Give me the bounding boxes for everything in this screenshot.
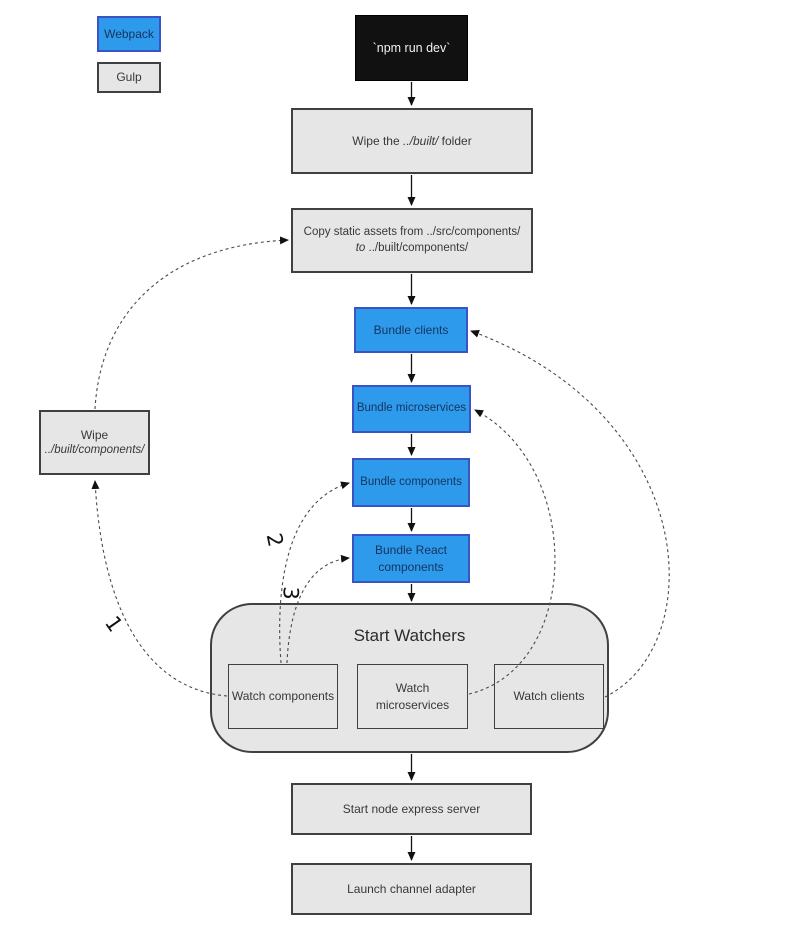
node-wipe-built-components: Wipe ../built/components/	[39, 410, 150, 475]
node-launch-channel-adapter: Launch channel adapter	[291, 863, 532, 915]
node-start-node-express-server: Start node express server	[291, 783, 532, 835]
node-wipe-components-path: ../built/components/	[44, 443, 145, 456]
node-watch-components-label: Watch components	[231, 689, 335, 704]
node-start-node-express-label: Start node express server	[342, 801, 481, 816]
node-npm-run-dev-label: `npm run dev`	[372, 40, 451, 55]
edge-watch-components-to-wipe-components	[91, 480, 228, 697]
node-copy-static-assets: Copy static assets from ../src/component…	[291, 208, 533, 273]
group-start-watchers-title: Start Watchers	[353, 626, 466, 645]
edge-wipe-components-to-copy-static	[94, 236, 289, 410]
legend-webpack: Webpack	[97, 16, 161, 52]
node-wipe-built-folder: Wipe the ../built/ folder	[291, 108, 533, 174]
node-bundle-components: Bundle components	[352, 458, 470, 507]
edge-label-2: 2	[261, 530, 288, 550]
node-watch-microservices-label: Watch microservices	[375, 681, 450, 712]
node-bundle-clients: Bundle clients	[354, 307, 468, 353]
node-wipe-built-label: Wipe the ../built/ folder	[352, 133, 472, 148]
node-launch-channel-adapter-label: Launch channel adapter	[347, 881, 476, 896]
node-bundle-react-label: Bundle React components	[374, 543, 448, 574]
edge-label-1: 1	[100, 611, 128, 637]
node-bundle-microservices-label: Bundle microservices	[356, 402, 467, 415]
node-bundle-clients-label: Bundle clients	[373, 322, 449, 337]
legend-webpack-label: Webpack	[104, 26, 154, 41]
node-npm-run-dev: `npm run dev`	[355, 15, 468, 81]
node-watch-components: Watch components	[228, 664, 338, 729]
node-bundle-microservices: Bundle microservices	[352, 385, 471, 433]
node-watch-clients-label: Watch clients	[513, 689, 585, 704]
edge-label-3: 3	[278, 585, 303, 601]
legend-gulp: Gulp	[97, 62, 161, 93]
node-bundle-components-label: Bundle components	[360, 475, 462, 488]
node-wipe-components-line1: Wipe	[80, 427, 109, 442]
node-copy-static-label: Copy static assets from ../src/component…	[303, 225, 521, 254]
node-watch-clients: Watch clients	[494, 664, 604, 729]
node-watch-microservices: Watch microservices	[357, 664, 468, 729]
legend-gulp-label: Gulp	[116, 70, 142, 85]
node-bundle-react-components: Bundle React components	[352, 534, 470, 583]
